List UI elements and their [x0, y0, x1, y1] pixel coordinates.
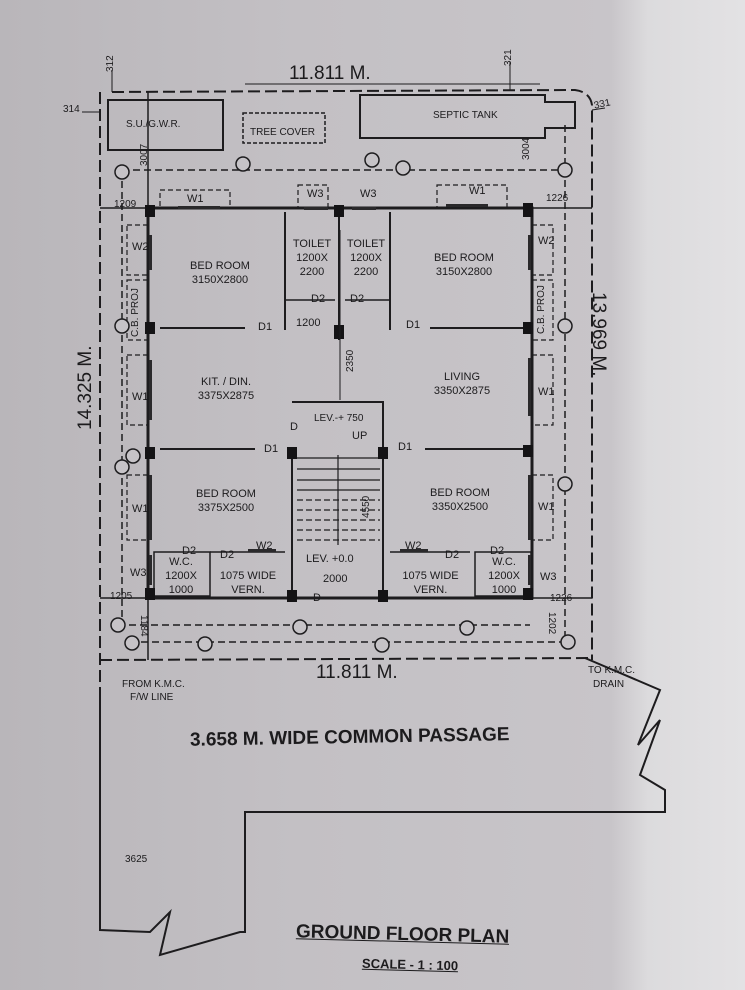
- window-w2-vern-left: W2: [256, 540, 273, 552]
- window-w2-right: W2: [538, 235, 555, 247]
- door-d2-toilet-2: D2: [350, 293, 365, 305]
- door-d-stair-bottom: D: [313, 592, 321, 604]
- dim-1205: 1205: [110, 591, 133, 602]
- dim-3007: 3007: [139, 143, 150, 166]
- window-w1-top-right: W1: [469, 185, 486, 197]
- plot-width-top: 11.811 M.: [289, 63, 371, 84]
- dim-1200: 1200: [296, 317, 321, 329]
- dim-1226-top: 1226: [546, 193, 569, 204]
- from-kmc-label: FROM K.M.C.: [122, 679, 185, 690]
- septic-tank-label: SEPTIC TANK: [433, 110, 498, 121]
- door-d2-toilet-1: D2: [311, 293, 326, 305]
- door-d2-vern-left: D2: [220, 549, 235, 561]
- window-w1-top-left: W1: [187, 193, 204, 205]
- cb-proj-left: C.B. PROJ: [130, 288, 141, 337]
- window-w2-left: W2: [132, 241, 149, 253]
- dim-1209: 1209: [114, 199, 137, 210]
- stair-bottom-level: LEV. +0.0: [306, 553, 354, 565]
- window-w1-right-mid: W1: [538, 386, 555, 398]
- window-w1-left-mid: W1: [132, 391, 149, 403]
- window-w3-top: W3: [307, 188, 324, 200]
- sump-label: S.U./G.W.R.: [126, 119, 181, 130]
- cb-proj-right: C.B. PROJ: [536, 285, 547, 334]
- dim-1202: 1202: [546, 612, 557, 635]
- tree-cover-label: TREE COVER: [250, 127, 316, 138]
- stair-top-level: LEV.-+ 750: [314, 413, 364, 424]
- plot-width-bottom: 11.811 M.: [316, 662, 398, 683]
- door-d1-bed-tl: D1: [258, 321, 273, 333]
- dim-4550: 4550: [361, 495, 372, 518]
- door-d2-vern-right: D2: [445, 549, 460, 561]
- room-kitchen-dining: KIT. / DIN.3375X2875: [197, 376, 255, 402]
- fw-line-label: F/W LINE: [130, 692, 174, 703]
- dim-3625: 3625: [125, 854, 148, 865]
- door-d1-bed-bl: D1: [264, 443, 279, 455]
- window-w1-right-low: W1: [538, 501, 555, 513]
- dim-2000: 2000: [323, 573, 348, 585]
- drain-label: DRAIN: [593, 679, 625, 690]
- dim-2350: 2350: [345, 349, 356, 372]
- dim-1184: 1184: [138, 615, 149, 637]
- door-d-stair-top: D: [290, 421, 298, 433]
- window-w3-right: W3: [540, 571, 557, 583]
- dim-3004: 3004: [521, 137, 532, 160]
- window-w1-left-low: W1: [132, 503, 149, 515]
- setback-312: 312: [105, 55, 116, 72]
- door-d1-bed-tr: D1: [406, 319, 421, 331]
- inspection-pits: [110, 152, 576, 653]
- stair-up-label: UP: [352, 430, 368, 442]
- window-w2-vern-right: W2: [405, 540, 422, 552]
- window-w3-top-2: W3: [360, 188, 377, 200]
- plot-boundary-bottom: [99, 657, 593, 661]
- door-d1-bed-br: D1: [398, 441, 413, 453]
- window-w3-left: W3: [130, 567, 147, 579]
- setback-314: 314: [63, 104, 80, 115]
- door-d2-wc-right: D2: [490, 545, 505, 557]
- setback-321: 321: [503, 49, 514, 66]
- plot-boundary-top-right: [111, 88, 593, 660]
- plot-depth-right: 13.969 M.: [588, 292, 609, 377]
- plot-depth-left: 14.325 M.: [75, 345, 96, 431]
- dim-1226-bottom: 1226: [550, 593, 573, 604]
- to-kmc-label: TO K.M.C.: [588, 665, 636, 676]
- door-d2-wc-left: D2: [182, 545, 197, 557]
- drawing-scale: SCALE - 1 : 100: [361, 955, 459, 974]
